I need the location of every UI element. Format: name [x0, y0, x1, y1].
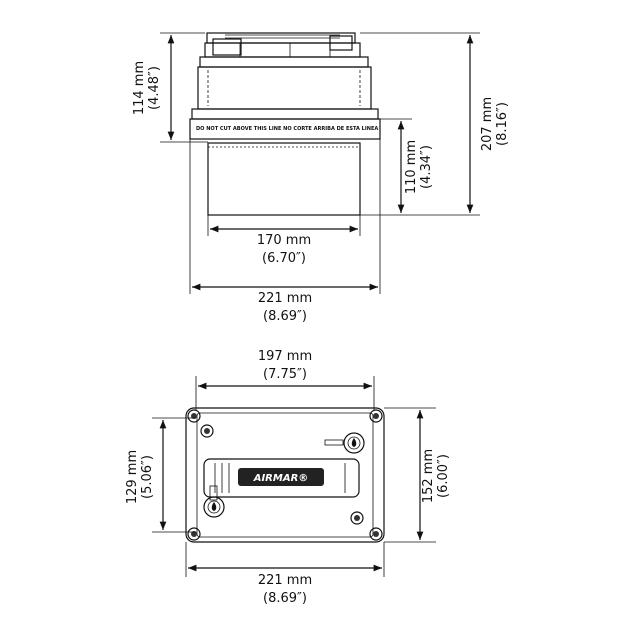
label-lower-width-mm: 170 mm — [257, 233, 311, 248]
label-inner-width-in: (7.75″) — [263, 367, 307, 382]
label-inner-height-mm: 129 mm — [125, 450, 140, 504]
label-lower-height-mm: 110 mm — [404, 140, 419, 194]
center-handle — [203, 458, 360, 498]
label-lower-width-in: (6.70″) — [262, 251, 306, 266]
label-upper-height-mm: 114 mm — [132, 61, 147, 115]
corner-screw-icon — [187, 409, 383, 541]
label-top-width-in: (8.69″) — [263, 591, 307, 606]
label-side-width-mm: 221 mm — [258, 291, 312, 306]
label-top-width-mm: 221 mm — [258, 573, 312, 588]
label-total-height-in: (8.16″) — [495, 102, 510, 146]
label-inner-width-mm: 197 mm — [258, 349, 312, 364]
label-upper-height-in: (4.48″) — [147, 66, 162, 110]
top-view: AIRMAR® 197 mm (7.75″) 129 mm (5.06″) 15… — [125, 349, 451, 606]
top-view-housing — [185, 407, 385, 543]
label-side-width-in: (8.69″) — [263, 309, 307, 324]
drain-plug-icon — [203, 432, 365, 518]
label-top-height-in: (6.00″) — [436, 454, 451, 498]
label-inner-height-in: (5.06″) — [140, 455, 155, 499]
side-view: DO NOT CUT ABOVE THIS LINE NO CORTE ARRI… — [132, 32, 510, 324]
airmar-logo: AIRMAR® — [253, 473, 309, 484]
side-view-cap — [191, 32, 379, 120]
label-total-height-mm: 207 mm — [480, 97, 495, 151]
label-top-height-mm: 152 mm — [421, 449, 436, 503]
label-lower-height-in: (4.34″) — [419, 145, 434, 189]
side-view-body — [207, 142, 361, 216]
cut-line-label: DO NOT CUT ABOVE THIS LINE NO CORTE ARRI… — [196, 126, 378, 132]
